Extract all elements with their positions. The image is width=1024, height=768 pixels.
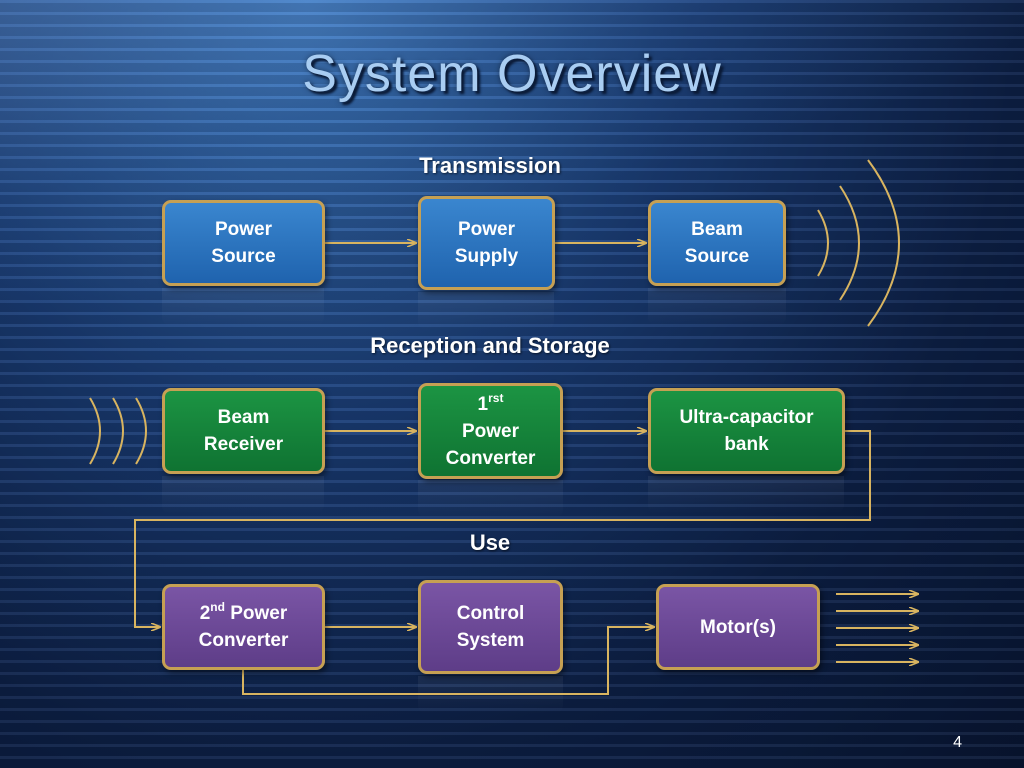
box-ultracapacitor-bank: Ultra-capacitor bank [648,388,845,474]
box-label: Receiver [203,434,284,455]
box-motors: Motor(s) [656,584,820,670]
box-label: Converter [198,630,289,651]
box-label: Beam [217,407,270,428]
box-label: Supply [454,246,519,267]
beam-wave-icon [817,209,829,277]
ordinal-number: 1 [477,393,489,415]
box-label: Source [684,246,750,267]
arrow-second-converter-to-motors [242,627,654,695]
reflection [648,476,844,514]
box-label: Beam [691,219,743,240]
box-label: Power [461,420,520,442]
beam-wave-icon [867,159,900,327]
beam-wave-icon [135,397,147,465]
ordinal-suffix: rst [488,390,504,405]
box-label: System [456,630,525,651]
box-power-source: Power Source [162,200,325,286]
box-label: Power [214,219,273,240]
slide-title: System Overview [302,45,722,103]
section-label-reception-storage: Reception and Storage [370,333,610,358]
box-second-power-converter: 2nd Power Converter [162,584,325,670]
box-beam-source: Beam Source [648,200,786,286]
arrow-ultracap-to-second-converter [134,430,871,627]
box-power-supply: Power Supply [418,196,555,290]
box-label: Source [211,246,276,267]
beam-wave-icon [839,185,860,301]
reflection [418,292,554,330]
box-control-system: Control System [418,580,563,674]
box-first-power-converter: 1rst Power Converter [418,383,563,479]
beam-wave-icon [89,397,101,465]
section-label-transmission: Transmission [419,153,561,178]
box-label: Ultra-capacitor [679,407,814,428]
box-label: 1rst [478,391,504,418]
box-label-rest: Power [224,603,288,624]
box-label: Power [457,219,516,240]
section-label-use: Use [469,530,511,555]
reflection [162,476,324,514]
box-label: Control [456,603,525,624]
ordinal-suffix: nd [210,600,225,614]
box-beam-receiver: Beam Receiver [162,388,325,474]
box-label: Converter [445,447,536,469]
box-label: Motor(s) [700,616,776,638]
reflection [418,480,563,518]
box-label: 2nd Power [200,600,288,627]
reflection [162,288,324,326]
ordinal-number: 2 [199,603,211,624]
page-number: 4 [953,734,962,751]
reflection [648,288,786,326]
box-label: bank [724,434,769,455]
beam-wave-icon [112,397,124,465]
